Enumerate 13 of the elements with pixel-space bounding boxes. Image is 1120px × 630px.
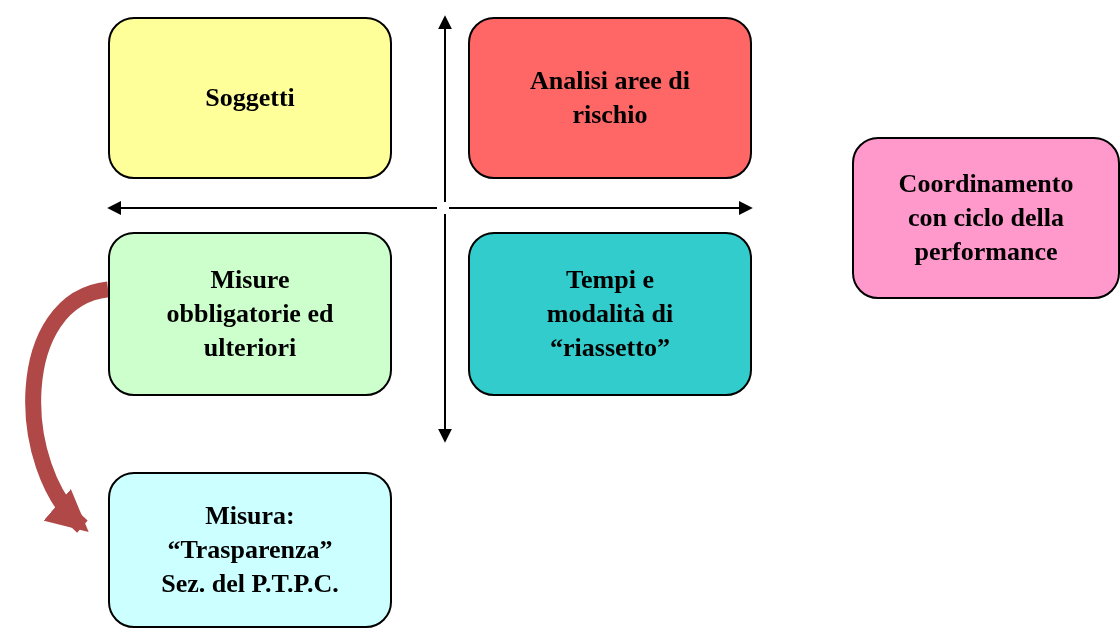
box-label: Misura: “Trasparenza” Sez. del P.T.P.C.	[160, 500, 340, 600]
topic-box	[108, 17, 392, 179]
curved-arrow	[25, 281, 110, 533]
topic-box	[468, 232, 752, 396]
box-label: Soggetti	[205, 82, 295, 115]
box-label: Misure obbligatorie ed ulteriori	[165, 264, 335, 364]
box-label: Coordinamento con ciclo della performance	[898, 168, 1074, 268]
topic-box	[108, 232, 392, 396]
box-label: Analisi aree di rischio	[529, 65, 691, 131]
topic-box	[108, 472, 392, 628]
box-label: Tempi e modalità di “riassetto”	[545, 264, 675, 364]
topic-box	[852, 137, 1120, 299]
topic-box	[468, 17, 752, 179]
